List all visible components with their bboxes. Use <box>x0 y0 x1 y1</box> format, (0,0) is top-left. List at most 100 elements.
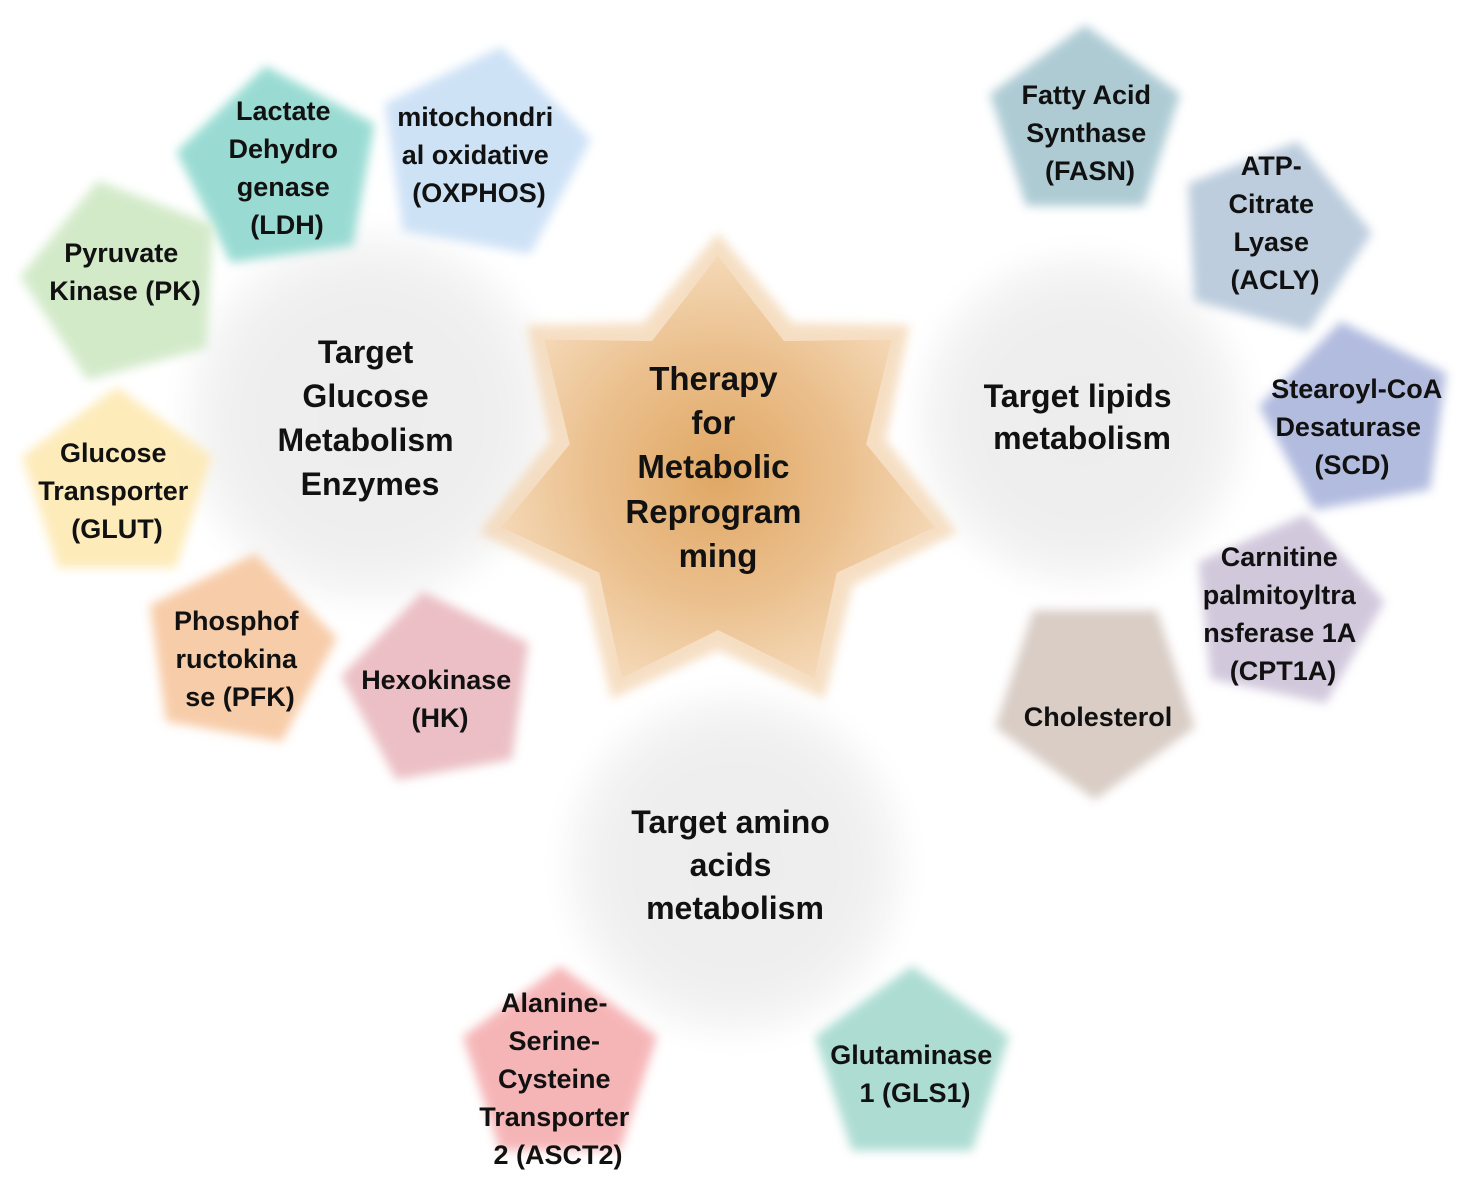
center-label-line: for <box>691 404 735 441</box>
pentagon-shape <box>995 610 1195 800</box>
amino-acids-metabolism-hub: Target amino acids metabolism <box>565 695 905 1035</box>
pentagon-shape <box>21 387 213 568</box>
target-label-line: Glucose <box>60 438 167 468</box>
target-label-line: Lyase <box>1233 227 1309 257</box>
target-label-line: (HK) <box>412 703 469 733</box>
svg-text:Target Glucose Met: Target Glucose Metabolism Enzymes <box>278 334 463 502</box>
target-label-line: (OXPHOS) <box>412 178 546 208</box>
target-label-line: nsferase 1A <box>1203 618 1356 648</box>
hub-label-line: Metabolism <box>278 422 454 458</box>
pentagon-shape <box>341 591 529 780</box>
hub-label-line: Target lipids <box>984 378 1172 414</box>
svg-text:Alanine- Serine- C: Alanine- Serine- Cysteine Transporter 2 … <box>479 988 637 1170</box>
pentagon-shape <box>815 966 1009 1151</box>
target-label-line: Hexokinase <box>361 665 511 695</box>
svg-text:Stearoyl-CoA Desaturase: Stearoyl-CoA Desaturase (SCD) <box>1271 374 1449 480</box>
target-pfk: Phosphof ructokina se (PFK) <box>149 553 337 742</box>
svg-text:Glutaminase 1 (GLS1): Glutaminase 1 (GLS1) <box>830 1040 1000 1108</box>
target-label-line: se (PFK) <box>185 682 295 712</box>
svg-text:Lactate Dehydro ge: Lactate Dehydro genase (LDH) <box>228 96 345 240</box>
hub-label-line: acids <box>690 847 772 883</box>
target-label-line: Serine- <box>508 1026 600 1056</box>
target-label-line: Phosphof <box>174 606 299 636</box>
svg-text:Target amino acids: Target amino acids metabolism <box>631 804 838 926</box>
target-pk: Pyruvate Kinase (PK) <box>20 180 214 380</box>
target-asct2: Alanine- Serine- Cysteine Transporter 2 … <box>463 966 657 1170</box>
svg-text:Carnitine palmitoyltra: Carnitine palmitoyltra nsferase 1A (CPT1… <box>1203 542 1364 686</box>
pentagon-shape <box>176 66 375 263</box>
target-label-line: Citrate <box>1228 189 1314 219</box>
target-label-line: Transporter <box>38 476 189 506</box>
target-label-line: Dehydro <box>228 134 338 164</box>
pentagon-shape <box>989 25 1181 206</box>
target-hk: Hexokinase (HK) <box>341 591 529 780</box>
svg-text:ATP- Citrate Lyase: ATP- Citrate Lyase (ACLY) <box>1228 151 1321 295</box>
svg-text:Pyruvate Kinase (PK): Pyruvate Kinase (PK) <box>49 238 201 306</box>
center-star: Therapy for Metabolic Reprogram ming <box>479 233 957 699</box>
target-label-line: 2 (ASCT2) <box>493 1140 622 1170</box>
center-label-line: Therapy <box>649 360 778 397</box>
hub-label-line: Glucose <box>302 378 428 414</box>
hub-label-line: metabolism <box>646 890 824 926</box>
target-gls1: Glutaminase 1 (GLS1) <box>815 966 1009 1151</box>
pentagon-shape <box>149 553 337 742</box>
target-acly: ATP- Citrate Lyase (ACLY) <box>1188 141 1372 332</box>
target-label-line: (LDH) <box>250 210 323 240</box>
svg-text:Glucose Transporter: Glucose Transporter (GLUT) <box>38 438 196 544</box>
svg-text:Fatty Acid Synthase: Fatty Acid Synthase (FASN) <box>1021 80 1158 186</box>
hub-label-line: metabolism <box>993 420 1171 456</box>
svg-text:Cholesterol: Cholesterol <box>1024 702 1173 732</box>
target-label-line: mitochondri <box>397 102 553 132</box>
pentagon-shape <box>463 966 657 1151</box>
center-label-line: ming <box>679 537 758 574</box>
pentagon-shape <box>1198 514 1385 704</box>
svg-text:Phosphof ructokina: Phosphof ructokina se (PFK) <box>174 606 306 712</box>
target-label-line: Lactate <box>236 96 331 126</box>
target-ldh: Lactate Dehydro genase (LDH) <box>176 66 375 263</box>
target-label-line: Alanine- <box>501 988 608 1018</box>
svg-text:Hexokinase (HK): Hexokinase (HK) <box>361 665 519 733</box>
target-label-line: Carnitine <box>1221 542 1338 572</box>
target-label-line: Pyruvate <box>64 238 178 268</box>
target-glut: Glucose Transporter (GLUT) <box>21 387 213 568</box>
target-label-line: Cholesterol <box>1024 702 1173 732</box>
hub-label-line: Target amino <box>631 804 830 840</box>
target-fasn: Fatty Acid Synthase (FASN) <box>989 25 1181 206</box>
target-label-line: genase <box>237 172 330 202</box>
pentagon-shape <box>1188 141 1372 332</box>
svg-text:Therapy for Metabo: Therapy for Metabolic Reprogram ming <box>625 360 810 574</box>
hub-label-line: Enzymes <box>301 466 440 502</box>
target-label-line: 1 (GLS1) <box>859 1078 970 1108</box>
pentagon-shape <box>1259 321 1447 510</box>
hub-label-line: Target <box>318 334 414 370</box>
target-label-line: Glutaminase <box>830 1040 992 1070</box>
glucose-metabolism-hub: Target Glucose Metabolism Enzymes <box>185 233 555 603</box>
lipids-metabolism-hub: Target lipids metabolism <box>917 255 1247 585</box>
target-oxphos: mitochondri al oxidative (OXPHOS) <box>384 46 591 254</box>
svg-text:Target lipids metabolism: Target lipids metabolism <box>984 378 1181 456</box>
center-label-line: Reprogram <box>625 493 801 530</box>
target-label-line: al oxidative <box>402 140 549 170</box>
target-scd: Stearoyl-CoA Desaturase (SCD) <box>1259 321 1449 510</box>
target-label-line: Desaturase <box>1275 412 1421 442</box>
target-label-line: palmitoyltra <box>1203 580 1357 610</box>
target-label-line: (GLUT) <box>71 514 162 544</box>
target-label-line: (CPT1A) <box>1230 656 1337 686</box>
target-label-line: Fatty Acid <box>1021 80 1151 110</box>
target-label-line: (SCD) <box>1315 450 1390 480</box>
pentagon-shape <box>384 46 591 254</box>
target-label-line: Stearoyl-CoA <box>1271 374 1442 404</box>
target-label-line: (FASN) <box>1045 156 1135 186</box>
target-label-line: (ACLY) <box>1230 265 1319 295</box>
target-cholesterol: Cholesterol <box>995 610 1195 800</box>
target-label-line: Transporter <box>479 1102 630 1132</box>
target-label-line: ructokina <box>175 644 298 674</box>
center-label-line: Metabolic <box>637 448 789 485</box>
target-label-line: Synthase <box>1026 118 1146 148</box>
target-cpt1a: Carnitine palmitoyltra nsferase 1A (CPT1… <box>1198 514 1385 704</box>
target-label-line: Kinase (PK) <box>49 276 201 306</box>
pentagon-shape <box>20 180 214 380</box>
target-label-line: ATP- <box>1241 151 1302 181</box>
target-label-line: Cysteine <box>498 1064 611 1094</box>
